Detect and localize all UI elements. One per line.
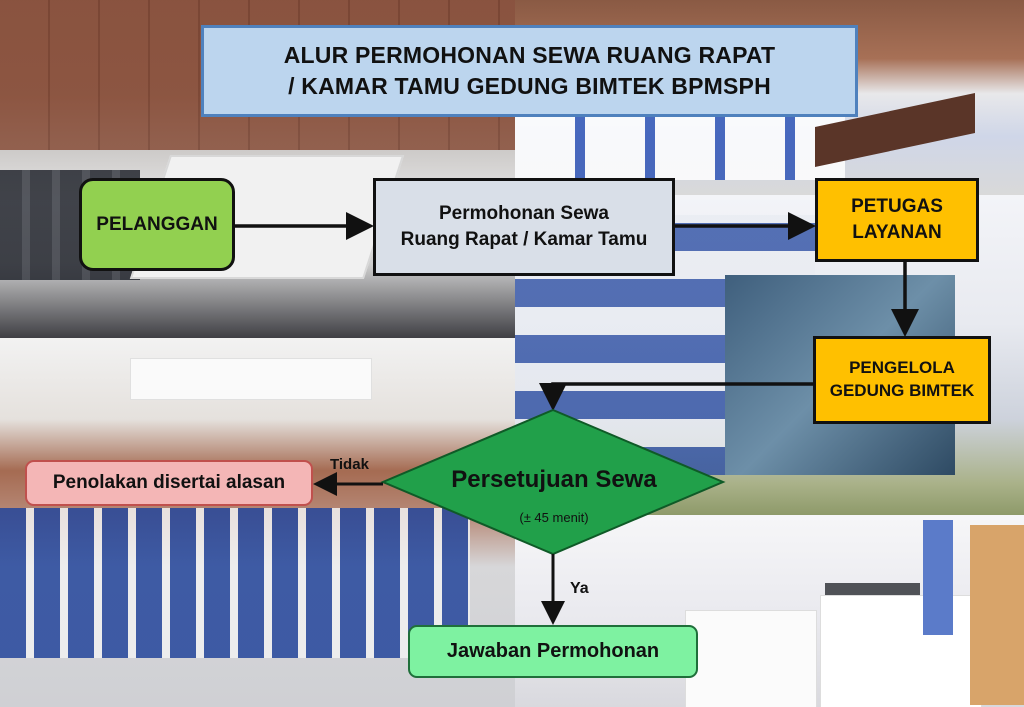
node-jawaban-permohonan: Jawaban Permohonan bbox=[408, 625, 698, 678]
wooden-wardrobe bbox=[970, 525, 1024, 705]
guest-bed-right bbox=[820, 595, 982, 707]
hall-ceiling bbox=[130, 358, 372, 400]
node-permohonan-line-1: Permohonan Sewa bbox=[439, 203, 609, 225]
title-line-2: / KAMAR TAMU GEDUNG BIMTEK BPMSPH bbox=[288, 73, 771, 99]
node-petugas-line-2: LAYANAN bbox=[852, 222, 942, 243]
node-permohonan-sewa: Permohonan Sewa Ruang Rapat / Kamar Tamu bbox=[373, 178, 675, 276]
node-pengelola-gedung: PENGELOLA GEDUNG BIMTEK bbox=[813, 336, 991, 424]
guest-bed-left bbox=[685, 610, 817, 707]
node-pelanggan: PELANGGAN bbox=[79, 178, 235, 271]
node-petugas-layanan: PETUGAS LAYANAN bbox=[815, 178, 979, 262]
node-penolakan: Penolakan disertai alasan bbox=[25, 460, 313, 506]
node-petugas-line-1: PETUGAS bbox=[851, 196, 943, 218]
node-pengelola-line-2: GEDUNG BIMTEK bbox=[829, 381, 975, 400]
title-line-1: ALUR PERMOHONAN SEWA RUANG RAPAT bbox=[283, 41, 776, 68]
edge-label-yes: Ya bbox=[570, 580, 589, 597]
node-permohonan-line-2: Ruang Rapat / Kamar Tamu bbox=[400, 229, 648, 250]
arrow-pengelola-to-decision bbox=[539, 382, 813, 411]
window-curtain bbox=[923, 520, 953, 635]
decision-duration-note: (± 45 menit) bbox=[519, 510, 589, 525]
diagram-title: ALUR PERMOHONAN SEWA RUANG RAPAT / KAMAR… bbox=[201, 25, 858, 117]
blue-white-desks bbox=[515, 110, 845, 180]
hall-seating-rows bbox=[0, 508, 470, 658]
node-pengelola-line-1: PENGELOLA bbox=[849, 358, 955, 378]
background-photo-guest-room bbox=[515, 515, 1024, 707]
decision-label: Persetujuan Sewa bbox=[451, 466, 657, 493]
edge-label-no: Tidak bbox=[330, 456, 369, 473]
